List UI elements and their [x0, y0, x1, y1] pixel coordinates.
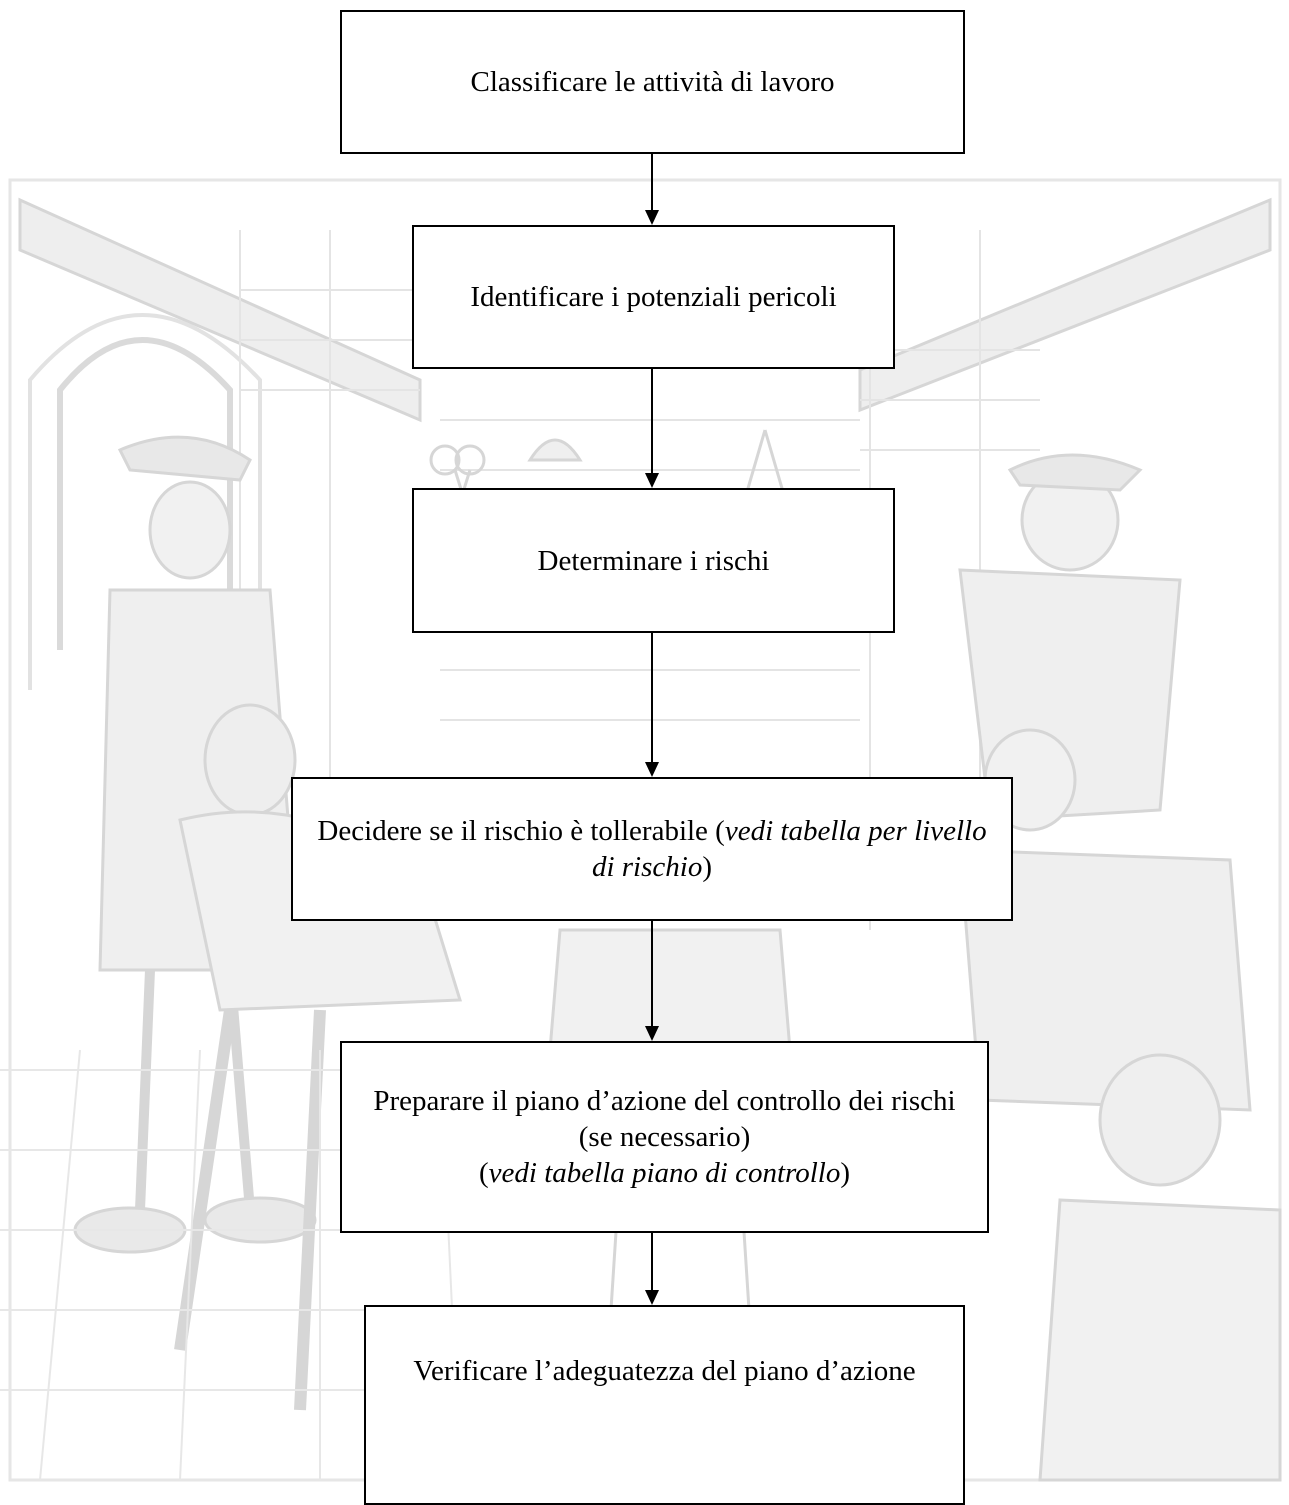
step-paren-open: ( [478, 1157, 489, 1189]
step-label: Verificare l’adeguatezza del piano d’azi… [413, 1355, 916, 1387]
down-arrow-icon [645, 921, 659, 1041]
step-label: Identificare i potenziali pericoli [470, 281, 837, 313]
step-paren-close: ) [840, 1157, 851, 1189]
down-arrow-icon [645, 154, 659, 225]
down-arrow-icon [645, 369, 659, 488]
step-italic-reference: vedi tabella per livello di rischio [591, 815, 987, 883]
step-italic-reference: vedi tabella piano di controllo [488, 1157, 841, 1189]
step-prepare-action-plan: Preparare il piano d’azione del controll… [340, 1041, 989, 1233]
step-identify-hazards: Identificare i potenziali pericoli [412, 225, 895, 369]
step-classify-activities: Classificare le attività di lavoro [340, 10, 965, 154]
step-text-after: ) [702, 851, 713, 883]
arrow-connector-3 [645, 633, 659, 777]
step-text-line1: Preparare il piano d’azione del controll… [373, 1085, 956, 1153]
down-arrow-icon [645, 1233, 659, 1305]
down-arrow-icon [645, 633, 659, 777]
step-label: Determinare i rischi [537, 544, 770, 577]
arrow-connector-5 [645, 1233, 659, 1305]
step-verify-action-plan: Verificare l’adeguatezza del piano d’azi… [364, 1305, 965, 1505]
step-label: Preparare il piano d’azione del controll… [360, 1083, 969, 1191]
step-decide-tolerable: Decidere se il rischio è tollerabile (ve… [291, 777, 1013, 921]
arrow-connector-4 [645, 921, 659, 1041]
arrow-connector-2 [645, 369, 659, 488]
step-label: Decidere se il rischio è tollerabile (ve… [311, 813, 993, 885]
arrow-connector-1 [645, 154, 659, 225]
step-label: Classificare le attività di lavoro [470, 66, 835, 98]
step-text-before: Decidere se il rischio è tollerabile ( [317, 815, 725, 847]
step-determine-risks: Determinare i rischi [412, 488, 895, 633]
